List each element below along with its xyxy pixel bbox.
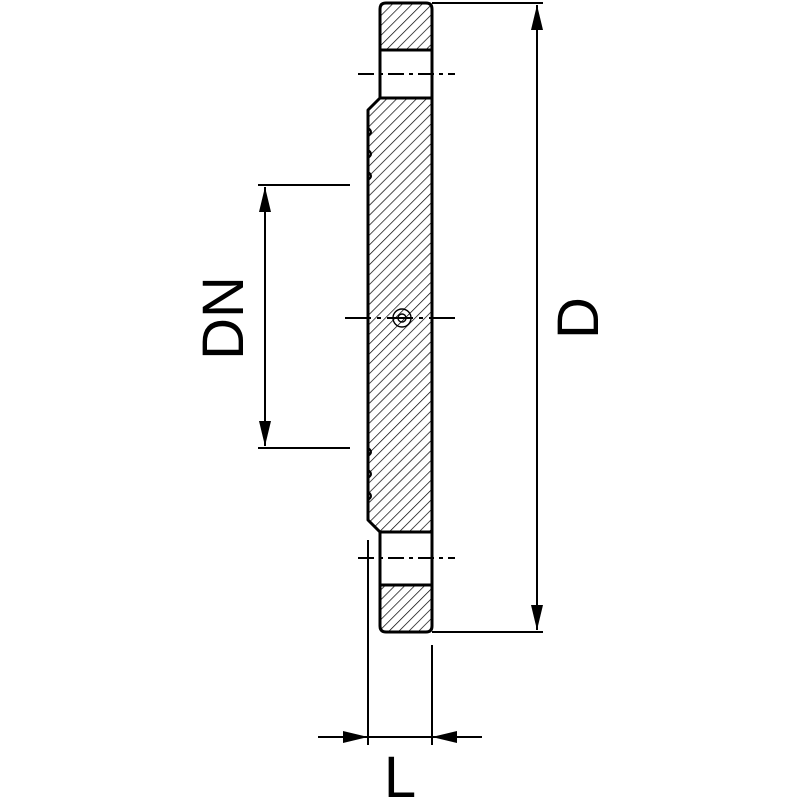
flange-bottom-segment [378, 583, 434, 634]
bolt-hole-top [358, 50, 455, 98]
dn-arrow-bottom [259, 421, 271, 446]
l-dimension [318, 540, 482, 745]
flange-top-segment [378, 1, 434, 52]
bolt-holes [358, 50, 455, 585]
dn-label: DN [191, 276, 256, 360]
d-dimension [432, 2, 543, 633]
serration-marks [367, 127, 372, 501]
dn-arrow-top [259, 187, 271, 212]
l-arrow-left [343, 731, 368, 743]
l-arrow-right [432, 731, 457, 743]
bolt-hole-bottom [358, 532, 455, 585]
d-arrow-top [531, 5, 543, 30]
d-arrow-bottom [531, 605, 543, 630]
l-label: L [384, 745, 416, 800]
center-mark [392, 308, 412, 328]
dn-dimension [258, 184, 350, 449]
d-label: D [546, 297, 611, 339]
